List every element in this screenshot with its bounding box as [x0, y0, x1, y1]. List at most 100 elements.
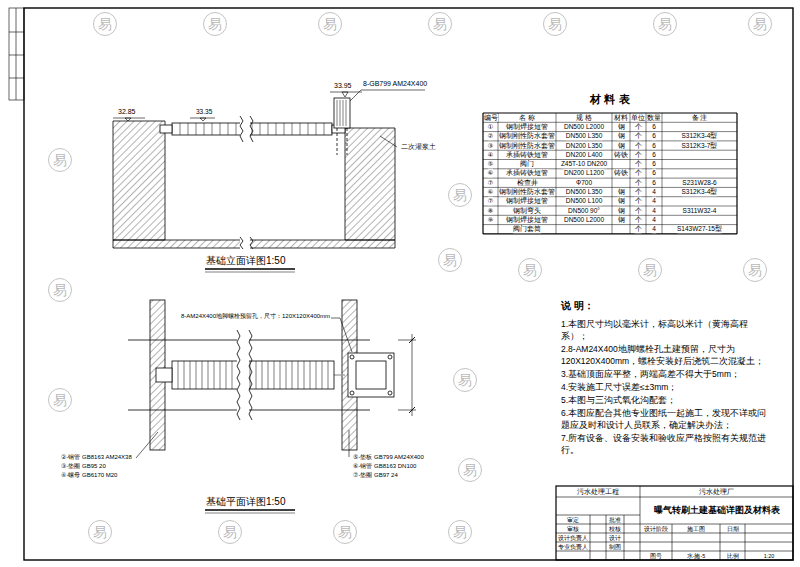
table-cell: S311W32-4: [683, 207, 717, 214]
elevation-view: [350, 90, 425, 101]
table-cell: 阀门: [520, 160, 534, 167]
elevation-view: [380, 136, 397, 147]
table-cell: 钢: [618, 207, 625, 214]
sheet-frame: [9, 8, 793, 560]
rotor-brush: [310, 361, 311, 389]
table-cell: 钢制焊接短管: [506, 123, 548, 130]
rotor-brush: [300, 123, 301, 135]
table-cell: DN500 L100: [566, 198, 603, 205]
table-cell: 铸铁: [614, 170, 628, 177]
title-block-cell: 图号: [650, 552, 662, 558]
watermark: 易: [748, 12, 772, 36]
plan-view: [409, 407, 415, 413]
rotor-brush: [328, 361, 329, 389]
note-text: 2.8-AM24X400地脚螺栓孔土建预留，尺寸为120X120X400mm，螺…: [560, 343, 774, 367]
title-block-role: 设计负责人: [558, 534, 588, 540]
sheet-frame: [9, 32, 24, 33]
title-block-role: 审定: [567, 516, 579, 522]
elevation-view: [240, 237, 250, 251]
watermark: 易: [218, 520, 242, 544]
plan-view: [350, 355, 354, 359]
table-rule: [482, 113, 483, 234]
table-cell: DN500 L350: [566, 133, 603, 140]
table-cell: 钢: [618, 123, 625, 130]
table-header: 备 注: [692, 114, 708, 121]
rotor-brush: [178, 361, 328, 389]
title-block: [556, 542, 793, 543]
plan-view: [412, 334, 413, 416]
rotor-brush: [268, 123, 269, 135]
sheet-frame: [9, 78, 24, 79]
bolt-hole-note: 8-AM24X400地脚螺栓预留孔，尺寸：120X120X400mm: [180, 313, 331, 320]
plan-view: [349, 430, 350, 457]
title-block: [556, 497, 793, 498]
view-title: 基础立面详图1:50: [205, 255, 286, 267]
sheet-frame: [9, 55, 24, 56]
watermark: 易: [458, 458, 482, 482]
elevation-mark: 33.35: [195, 108, 213, 115]
motor-symbol: [343, 100, 344, 126]
table-cell: 钢制刚性防水套管: [499, 133, 555, 140]
rotor-brush: [214, 361, 215, 389]
elevation-view: [240, 237, 243, 249]
table-cell: DN200 L1200: [564, 170, 604, 177]
table-rule: [630, 113, 631, 234]
table-cell: 钢制弯头: [513, 207, 541, 214]
table-cell: S143W27-15型: [677, 226, 722, 233]
title-block-cell: 设计阶段: [644, 525, 668, 531]
rotor-brush: [292, 123, 293, 135]
rotor-brush: [284, 123, 285, 135]
plan-view: [205, 509, 295, 510]
title-block: [556, 524, 793, 525]
title-block: [720, 524, 721, 560]
note-text: 6.本图应配合其他专业图纸一起施工，发现不详或问题应及时和设计人员联系，确定解决…: [560, 407, 774, 431]
watermark: 易: [48, 278, 72, 302]
plan-view: [348, 353, 394, 397]
title-block: [556, 533, 793, 534]
note-text: 5.本图与三沟式氧化沟配套；: [560, 394, 774, 406]
table-cell: 承插铸铁短管: [506, 151, 548, 158]
table-cell: 4: [652, 216, 656, 223]
part-label: 二次灌浆土: [400, 143, 437, 151]
table-cell: DN500 90°: [568, 207, 600, 214]
table-cell: 个: [635, 198, 642, 205]
table-cell: 个: [635, 179, 642, 186]
table-cell: 个: [635, 123, 642, 130]
watermark: 易: [318, 12, 342, 36]
rotor-brush: [276, 123, 277, 135]
elevation-view: [113, 240, 395, 248]
elevation-view: [205, 272, 295, 273]
table-cell: S312K3-4型: [682, 133, 718, 140]
watermark: 易: [48, 388, 72, 412]
title-block-cell: 水-施-5: [687, 552, 706, 558]
table-cell: 个: [635, 188, 642, 195]
plan-view: [398, 340, 416, 341]
title-block: [606, 515, 607, 560]
part-callout: ⑥-钢管 GB8163 DN100: [352, 463, 417, 470]
table-cell: ③: [488, 142, 494, 149]
table-cell: 铸铁: [614, 151, 628, 158]
motor-symbol: [337, 100, 338, 126]
rotor-brush: [304, 361, 305, 389]
plan-view: [350, 391, 354, 395]
table-cell: Φ700: [576, 179, 592, 186]
table-cell: 个: [635, 151, 642, 158]
rotor-brush: [190, 361, 191, 389]
watermark: 易: [203, 12, 227, 36]
rotor-brush: [316, 123, 317, 135]
watermark: 易: [448, 520, 472, 544]
title-block-role: 设计: [609, 534, 621, 540]
motor-symbol: [340, 100, 341, 126]
title-block-role: 专业负责人: [558, 543, 588, 549]
table-cell: ⑨: [488, 216, 494, 223]
rotor-brush: [298, 361, 299, 389]
rotor-brush: [232, 361, 233, 389]
table-cell: 6: [652, 123, 656, 130]
elevation-view: [200, 118, 206, 121]
drawing-title: 曝气转刷土建基础详图及材料表: [653, 506, 781, 516]
table-cell: 4: [652, 188, 656, 195]
plan-view: [205, 513, 295, 514]
table-cell: ④: [488, 151, 494, 158]
bolt-callout: 8-GB799 AM24X400: [362, 80, 428, 88]
title-block-role: 校核: [609, 525, 621, 531]
